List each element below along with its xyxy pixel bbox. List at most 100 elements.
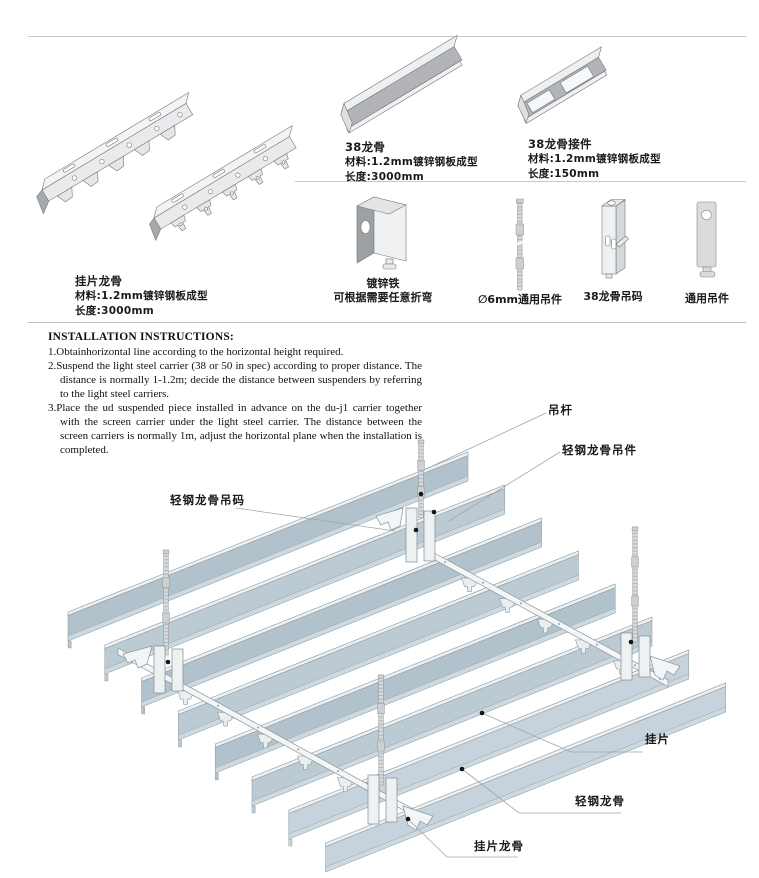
product-name: 38龙骨	[345, 140, 386, 154]
guapian-longgu-spec: 挂片龙骨 材料:1.2mm镀锌钢板成型 长度:3000mm	[75, 274, 208, 319]
rod-tip	[631, 526, 639, 531]
rod-coupler	[417, 460, 425, 471]
universal-hanger-caption: 通用吊件	[685, 292, 729, 305]
screen-carrier-right-rivet	[595, 643, 599, 646]
panel-top-cap	[104, 484, 506, 649]
product-drawings	[36, 34, 717, 291]
longgu-38-connector-drawing	[517, 46, 608, 124]
instruction-step-2: 2.Suspend the light steel carrier (38 or…	[48, 360, 422, 400]
hanger-clip	[122, 645, 153, 669]
panel-bottom-lip	[141, 541, 542, 708]
label-diaogan: 吊杆	[548, 403, 573, 417]
leader-line	[448, 451, 561, 522]
screen-carrier-right-rivet	[633, 664, 637, 667]
screen-carrier-left-rivet	[216, 704, 220, 707]
screen-carrier-left-rivet	[336, 770, 340, 773]
duxintie-drawing	[356, 196, 407, 270]
panel-bottom-lip	[178, 574, 579, 741]
rod-tip	[417, 439, 425, 444]
reference-dot	[418, 491, 424, 497]
duxintie-caption: 镀锌铁 可根据需要任意折弯	[310, 277, 456, 305]
product-length: 长度:3000mm	[75, 305, 155, 317]
product-length: 长度:3000mm	[345, 171, 425, 183]
label-qinggang-longgu: 轻钢龙骨	[575, 794, 625, 808]
instruction-step-1: 1.Obtainhorizontal line according to the…	[48, 346, 344, 358]
reference-dot	[479, 710, 485, 716]
hanger-bracket	[367, 774, 380, 825]
panel-bottom-lip	[214, 607, 616, 774]
installation-instructions: INSTALLATION INSTRUCTIONS: 1.Obtainhoriz…	[48, 330, 422, 457]
product-material: 材料:1.2mm镀锌钢板成型	[345, 156, 478, 168]
hanger-bracket	[620, 632, 633, 681]
top-divider	[28, 36, 746, 37]
reference-dot	[413, 527, 419, 533]
carrier-end-clip	[402, 805, 434, 831]
panel-top-cap	[325, 682, 726, 847]
diaoma-38-drawing	[601, 199, 629, 279]
rod-coupler	[377, 740, 385, 752]
universal-hanger-drawing	[696, 201, 717, 278]
rod-coupler	[162, 612, 170, 624]
hanger-bracket	[385, 777, 398, 823]
product-length: 长度:150mm	[528, 168, 600, 180]
leader-line	[425, 412, 547, 470]
rod-6mm-caption: ∅6mm通用吊件	[478, 293, 562, 306]
panel-top-cap	[178, 550, 579, 715]
rod-coupler	[631, 556, 639, 568]
rod-coupler	[631, 595, 639, 607]
rod-tip	[377, 674, 385, 679]
panel-bottom-lip	[251, 640, 653, 807]
label-qinggang-longgu-diaojian: 轻钢龙骨吊件	[562, 443, 637, 457]
label-guapian-longgu: 挂片龙骨	[474, 839, 524, 853]
panel-end-tab	[214, 772, 219, 781]
panel-end-tab	[67, 640, 72, 649]
reference-dot	[431, 509, 437, 515]
screen-carrier-left-rivet	[256, 726, 260, 729]
hanger-bracket	[638, 635, 651, 678]
hanger-bracket	[153, 645, 166, 694]
product-material: 材料:1.2mm镀锌钢板成型	[75, 290, 208, 302]
screen-carrier-right-rivet	[557, 622, 561, 626]
label-guapian: 挂片	[645, 732, 670, 746]
panel-end-tab	[178, 739, 182, 748]
hanger-bracket	[405, 507, 418, 563]
assembly-diagram	[67, 412, 726, 873]
instruction-step-3: 3.Place the ud suspended piece installed…	[48, 402, 422, 456]
longgu-38-drawing	[340, 34, 463, 134]
rod-coupler	[162, 577, 170, 588]
guapian-longgu-drawing	[36, 91, 297, 242]
product-note: 可根据需要任意折弯	[333, 291, 433, 304]
rod-coupler	[377, 703, 385, 714]
panel-bottom-lip	[104, 508, 505, 675]
panel-end-tab	[141, 706, 146, 715]
leader-line	[461, 768, 621, 814]
hanger-bracket	[171, 648, 184, 692]
label-qinggang-longgu-diaoma: 轻钢龙骨吊码	[170, 493, 245, 507]
panel-end-tab	[104, 673, 109, 682]
product-name: 镀锌铁	[366, 277, 400, 290]
screen-carrier-right-rivet	[519, 602, 523, 605]
product-name: 挂片龙骨	[75, 274, 123, 288]
mid-divider	[295, 181, 746, 182]
panel-bottom-lip	[325, 706, 726, 873]
product-material: 材料:1.2mm镀锌钢板成型	[528, 153, 661, 165]
hanger-bracket	[423, 510, 436, 562]
screen-carrier-right-rivet	[481, 581, 485, 584]
carrier-end-clip	[649, 655, 681, 681]
leader-line	[235, 507, 396, 532]
leader-line	[481, 712, 643, 753]
panel-end-tab	[251, 805, 256, 814]
product-name: 38龙骨接件	[528, 137, 592, 151]
leader-line	[407, 818, 518, 858]
diaoma-38-caption: 38龙骨吊码	[583, 290, 643, 303]
hanger-clip	[375, 507, 404, 531]
rod-tip	[162, 549, 170, 554]
rod-6mm-drawing	[513, 198, 527, 291]
reference-dot	[628, 639, 634, 645]
reference-dot	[165, 659, 171, 665]
instructions-title: INSTALLATION INSTRUCTIONS:	[48, 331, 234, 343]
section-divider	[28, 322, 746, 323]
panel-end-tab	[288, 838, 293, 847]
panel-top-cap	[288, 649, 690, 814]
